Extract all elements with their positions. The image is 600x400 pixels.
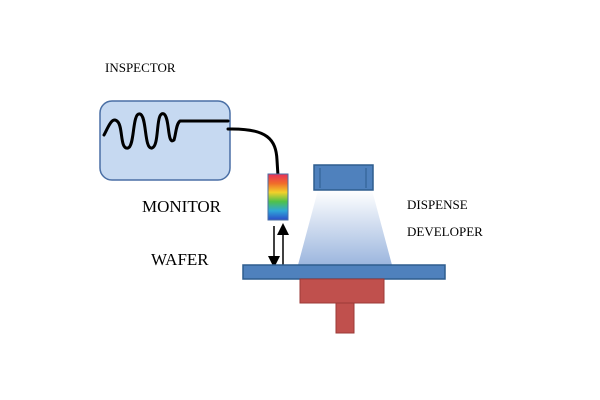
wafer bbox=[242, 264, 446, 280]
waveform-icon bbox=[102, 112, 230, 150]
label-monitor: MONITOR bbox=[142, 197, 222, 216]
developer-spray bbox=[298, 190, 392, 265]
dispense-nozzle bbox=[313, 164, 374, 191]
label-inspector: INSPECTOR bbox=[105, 60, 176, 75]
label-developer: DEVELOPER bbox=[407, 224, 483, 239]
sensor-cable bbox=[226, 127, 280, 178]
chuck-shaft bbox=[335, 302, 355, 334]
inspector-box bbox=[99, 100, 231, 181]
spectrum-sensor-icon bbox=[267, 173, 289, 221]
up-down-arrows-icon bbox=[268, 223, 289, 268]
label-wafer: WAFER bbox=[151, 250, 209, 269]
label-dispense: DISPENSE bbox=[407, 197, 468, 212]
chuck-top bbox=[299, 278, 385, 304]
